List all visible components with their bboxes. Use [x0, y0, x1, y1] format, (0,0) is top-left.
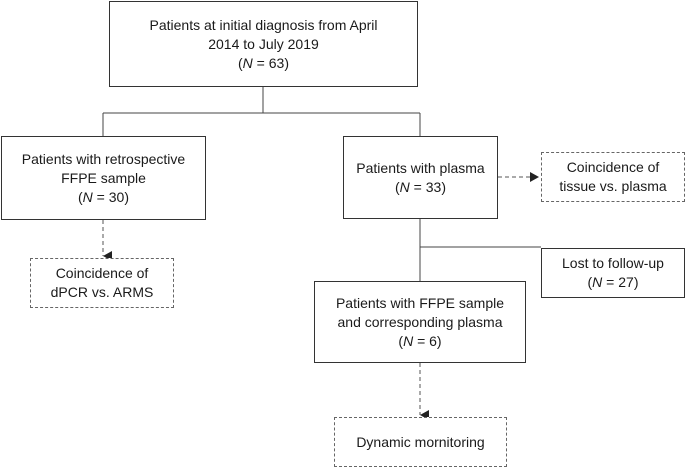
count-value: = 27) — [602, 274, 639, 290]
count-value: = 30) — [92, 188, 129, 205]
node-coincidence-dpcr-arms: Coincidence of dPCR vs. ARMS — [30, 258, 174, 308]
node-ffpe-line1: Patients with FFPE sample — [335, 294, 505, 311]
node-initial-diagnosis: Patients at initial diagnosis from April… — [109, 1, 418, 87]
count-symbol: N — [82, 188, 93, 205]
node-initial-line2: 2014 to July 2019 — [208, 35, 319, 52]
node-coinc-da-line1: Coincidence of — [55, 265, 149, 281]
count-value: = 63) — [252, 54, 289, 71]
node-patients-plasma: Patients with plasma (N = 33) — [343, 136, 498, 219]
count-symbol: N — [242, 54, 253, 71]
node-retro-count: (N = 30) — [78, 188, 129, 207]
node-retro-line1: Patients with retrospective — [21, 150, 186, 167]
node-lost-to-followup: Lost to follow-up (N = 27) — [541, 248, 685, 298]
count-value: = 33) — [409, 178, 446, 195]
node-ffpe-and-plasma: Patients with FFPE sample and correspond… — [314, 281, 526, 363]
count-prefix: ( — [587, 274, 593, 290]
count-symbol: N — [399, 178, 410, 195]
count-prefix: ( — [238, 54, 243, 71]
node-initial-count: (N = 63) — [238, 54, 289, 73]
node-plasma-count: (N = 33) — [395, 178, 446, 197]
count-value: = 6) — [413, 332, 442, 349]
node-dynamic-monitoring: Dynamic mornitoring — [334, 417, 507, 467]
node-plasma-line1: Patients with plasma — [356, 159, 485, 176]
count-symbol: N — [592, 274, 603, 290]
node-retro-line2: FFPE sample — [61, 169, 146, 186]
node-lost-count: (N = 27) — [588, 273, 639, 292]
node-dynamic-line1: Dynamic mornitoring — [356, 433, 485, 450]
node-coinc-tp-line2: tissue vs. plasma — [559, 178, 667, 194]
node-retrospective-ffpe: Patients with retrospective FFPE sample … — [1, 136, 206, 220]
node-ffpe-line2: and corresponding plasma — [337, 313, 503, 330]
node-coincidence-tissue-plasma: Coincidence of tissue vs. plasma — [541, 152, 685, 202]
node-coinc-da-line2: dPCR vs. ARMS — [50, 284, 154, 300]
node-ffpe-count: (N = 6) — [398, 332, 441, 351]
count-prefix: ( — [395, 178, 400, 195]
node-coinc-tp-line1: Coincidence of — [566, 159, 660, 175]
count-prefix: ( — [398, 332, 404, 349]
node-initial-line1: Patients at initial diagnosis from April — [149, 16, 378, 33]
node-lost-line1: Lost to follow-up — [562, 255, 664, 271]
count-symbol: N — [403, 332, 414, 349]
count-prefix: ( — [78, 188, 83, 205]
